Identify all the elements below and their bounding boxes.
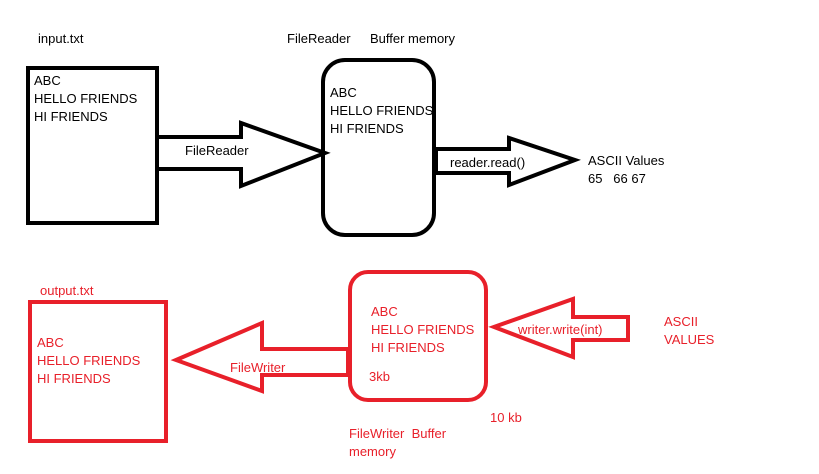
writer-buffer-line: HI FRIENDS (371, 340, 445, 355)
reader-read-arrow (434, 135, 581, 188)
writer-buffer-caption-2: memory (349, 444, 396, 459)
filewriter-arrow-label: FileWriter (230, 360, 286, 375)
output-line: HI FRIENDS (37, 371, 111, 386)
output-file-contents: ABC HELLO FRIENDS HI FRIENDS (37, 334, 140, 388)
filereader-arrow (155, 120, 331, 189)
ascii-values-red-1: ASCII (664, 314, 698, 329)
buffer-total-size: 10 kb (490, 410, 522, 425)
output-file-label: output.txt (40, 283, 94, 298)
output-line: ABC (37, 335, 64, 350)
writer-buffer-line: ABC (371, 304, 398, 319)
reader-read-label: reader.read() (450, 155, 526, 170)
buffer-line: ABC (330, 85, 357, 100)
input-file-contents: ABC HELLO FRIENDS HI FRIENDS (34, 72, 137, 126)
input-line: HI FRIENDS (34, 109, 108, 124)
writer-buffer-box (348, 270, 488, 402)
reader-buffer-contents: ABC HELLO FRIENDS HI FRIENDS (330, 84, 433, 138)
writer-buffer-contents: ABC HELLO FRIENDS HI FRIENDS (371, 303, 474, 357)
filereader-title: FileReader (287, 31, 351, 46)
input-line: HELLO FRIENDS (34, 91, 138, 106)
buffer-used-size: 3kb (369, 369, 390, 384)
buffer-line: HELLO FRIENDS (330, 103, 434, 118)
filereader-arrow-label: FileReader (185, 143, 249, 158)
input-line: ABC (34, 73, 61, 88)
writer-write-arrow (488, 296, 630, 360)
buffer-memory-title: Buffer memory (370, 31, 456, 46)
ascii-values-title: ASCII Values (588, 153, 665, 168)
writer-buffer-caption-1: FileWriter Buffer (349, 426, 447, 441)
writer-write-label: writer.write(int) (518, 322, 603, 337)
output-line: HELLO FRIENDS (37, 353, 141, 368)
ascii-values-red-2: VALUES (664, 332, 715, 347)
input-file-label: input.txt (38, 31, 84, 46)
filewriter-arrow (170, 319, 350, 394)
buffer-line: HI FRIENDS (330, 121, 404, 136)
output-file-box (28, 300, 168, 443)
ascii-values-numbers: 65 66 67 (588, 171, 646, 186)
writer-buffer-line: HELLO FRIENDS (371, 322, 475, 337)
